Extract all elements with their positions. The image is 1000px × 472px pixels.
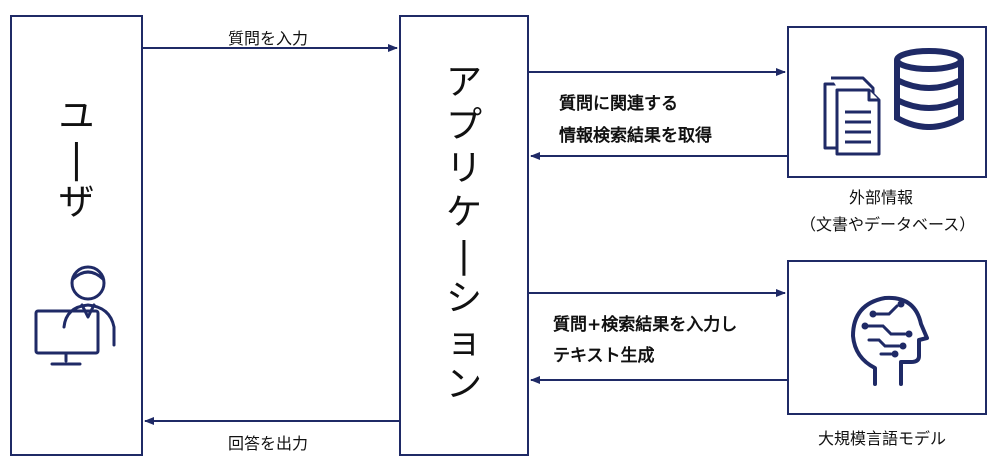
generate-label-line2: テキスト生成	[553, 346, 655, 366]
external-info-label: 外部情報	[849, 188, 914, 207]
llm-box	[787, 260, 987, 415]
ai-brain-head-icon	[851, 295, 929, 386]
user-title: ユ | ザ	[58, 96, 95, 224]
input-question-label: 質問を入力	[228, 29, 309, 48]
external-info-box	[787, 26, 987, 178]
database-icon	[894, 48, 964, 130]
documents-icon	[823, 76, 881, 156]
output-answer-label: 回答を出力	[228, 434, 309, 453]
retrieve-label-line1: 質問に関連する	[559, 94, 678, 114]
person-at-computer-icon	[34, 265, 116, 366]
user-box: ユ | ザ	[10, 15, 143, 456]
application-box: ア プ リ ケ | シ ョ ン	[399, 15, 529, 456]
external-info-sublabel: （文書やデータベース）	[800, 215, 976, 234]
application-title: ア プ リ ケ | シ ョ ン	[445, 62, 482, 406]
generate-label-line1: 質問+検索結果を入力し	[553, 315, 738, 335]
llm-label: 大規模言語モデル	[818, 429, 947, 448]
retrieve-label-line2: 情報検索結果を取得	[559, 126, 712, 146]
